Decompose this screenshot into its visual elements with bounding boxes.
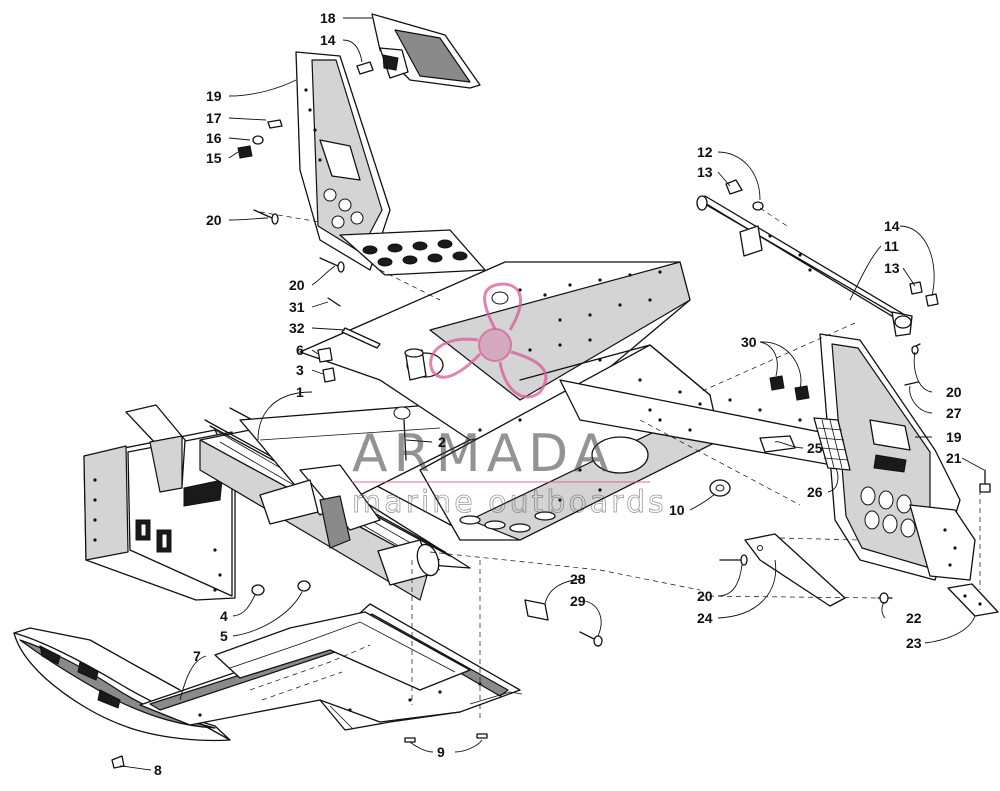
callout-28: 28: [570, 571, 586, 587]
strap-23: [947, 583, 999, 617]
callout-14-right: 14: [884, 218, 900, 234]
floor-pan: [139, 603, 523, 731]
callout-22: 22: [906, 610, 922, 626]
callout-13-left: 13: [697, 164, 713, 180]
callout-14-top: 14: [320, 32, 336, 48]
callout-19-upper: 19: [206, 88, 222, 104]
callout-31: 31: [289, 299, 305, 315]
callout-17: 17: [206, 110, 222, 126]
callout-29: 29: [570, 593, 586, 609]
mesh-screen-26: [813, 417, 851, 471]
steering-support-19-upper: [295, 51, 486, 276]
armada-watermark: ARMADA marine outboards: [352, 282, 667, 520]
callout-15: 15: [206, 150, 222, 166]
callout-leaders: [119, 17, 985, 771]
callout-11: 11: [884, 238, 899, 254]
rail-slots: [459, 511, 556, 533]
callout-9: 9: [437, 744, 445, 760]
callout-20-right: 20: [946, 384, 962, 400]
callout-20-lower: 20: [697, 588, 713, 604]
rear-plate-holes: [860, 486, 916, 538]
callout-30: 30: [741, 334, 757, 350]
callout-16: 16: [206, 130, 222, 146]
callout-19-lower: 19: [946, 429, 962, 445]
callout-21: 21: [946, 450, 962, 466]
callout-18: 18: [320, 10, 336, 26]
callout-13-right: 13: [884, 260, 900, 276]
dash-panel-18: [371, 13, 481, 89]
callout-32: 32: [289, 320, 305, 336]
callout-12: 12: [697, 144, 713, 160]
callout-23: 23: [906, 635, 922, 651]
callout-20-upper: 20: [206, 212, 222, 228]
callout-4: 4: [220, 608, 228, 624]
callout-20-mid: 20: [289, 277, 305, 293]
bracket-24: [744, 533, 846, 607]
hardware-fasteners: [111, 61, 991, 769]
callout-1: 1: [296, 384, 304, 400]
callout-10: 10: [669, 502, 685, 518]
callout-labels: 18 14 19 17 16 15 20 20 31 32 6 3 1 2 4 …: [154, 10, 962, 778]
callout-3: 3: [296, 362, 304, 378]
armada-logo-icon: [429, 282, 548, 399]
clip-25: [759, 435, 796, 453]
callout-8: 8: [154, 762, 162, 778]
assembly-centerlines: [259, 207, 981, 720]
callout-5: 5: [220, 628, 228, 644]
callout-7: 7: [193, 648, 201, 664]
foot-plate-holes: [362, 239, 468, 267]
steering-shaft-11: [696, 195, 913, 337]
callout-6: 6: [296, 342, 304, 358]
callout-25: 25: [807, 440, 823, 456]
watermark-tagline: marine outboards: [352, 485, 667, 520]
watermark-brand: ARMADA: [352, 424, 615, 484]
main-chassis-1: [83, 261, 861, 601]
callout-27: 27: [946, 405, 962, 421]
chassis-rivets: [93, 270, 802, 592]
rear-support-19-lower: [819, 333, 976, 581]
callout-2: 2: [438, 434, 446, 450]
callout-26: 26: [807, 484, 823, 500]
callout-24: 24: [697, 610, 713, 626]
